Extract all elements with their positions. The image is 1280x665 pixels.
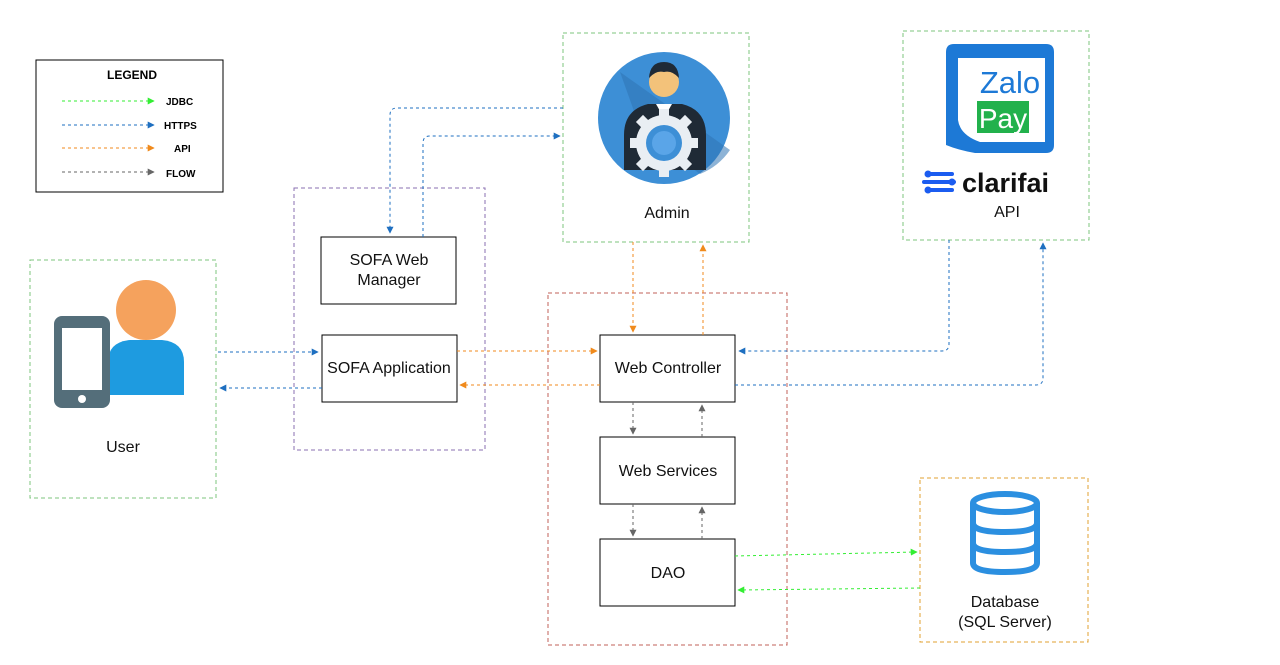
- sofa-application-label: SOFA Application: [327, 360, 451, 377]
- sofa-group: [293, 187, 486, 451]
- user-icon: [54, 280, 184, 408]
- clarifai-icon: [922, 170, 956, 194]
- user-label: User: [106, 439, 140, 456]
- sofa-web-manager-box: SOFA Web Manager: [320, 236, 457, 305]
- web-controller-box: Web Controller: [599, 334, 736, 403]
- sofa-web-manager-line1: SOFA Web: [350, 252, 429, 269]
- web-controller-label: Web Controller: [615, 360, 722, 377]
- database-label-line1: Database: [971, 594, 1040, 611]
- database-group: [919, 477, 1089, 643]
- server-group: [547, 292, 788, 646]
- arrow-dao-to-database: [734, 548, 918, 557]
- legend-title: LEGEND: [107, 68, 157, 82]
- arrow-database-to-dao: [737, 586, 921, 594]
- arrow-webmanager-to-admin: [422, 132, 561, 237]
- legend-api-label: API: [174, 144, 191, 155]
- legend-https-label: HTTPS: [164, 121, 197, 132]
- legend: LEGEND JDBC HTTPS API FLOW: [35, 59, 224, 193]
- legend-flow-label: FLOW: [166, 169, 196, 180]
- arrow-api-to-controller: [738, 240, 950, 355]
- database-icon: [970, 491, 1040, 576]
- admin-group: [562, 32, 750, 243]
- web-services-label: Web Services: [619, 463, 717, 480]
- api-label: API: [994, 204, 1020, 221]
- zalopay-text-zalo: Zalo: [980, 65, 1040, 100]
- dao-box: DAO: [599, 538, 736, 607]
- legend-jdbc-label: JDBC: [166, 97, 193, 108]
- clarifai-logo: clarifai: [922, 168, 1049, 198]
- sofa-application-box: SOFA Application: [321, 334, 458, 403]
- clarifai-text: clarifai: [962, 168, 1049, 198]
- admin-icon: [598, 52, 730, 184]
- arrow-controller-to-api: [735, 242, 1047, 386]
- database-label-line2: (SQL Server): [958, 614, 1052, 631]
- legend-box: [35, 59, 224, 193]
- zalopay-text-pay: Pay: [979, 103, 1027, 134]
- sofa-web-manager-line2: Manager: [357, 272, 421, 289]
- api-group: [902, 30, 1090, 241]
- arrow-admin-to-webmanager: [386, 107, 563, 234]
- admin-label: Admin: [644, 205, 689, 222]
- dao-label: DAO: [651, 565, 686, 582]
- web-services-box: Web Services: [599, 436, 736, 505]
- zalopay-logo: Zalo Pay: [946, 44, 1054, 153]
- user-group: [29, 259, 217, 499]
